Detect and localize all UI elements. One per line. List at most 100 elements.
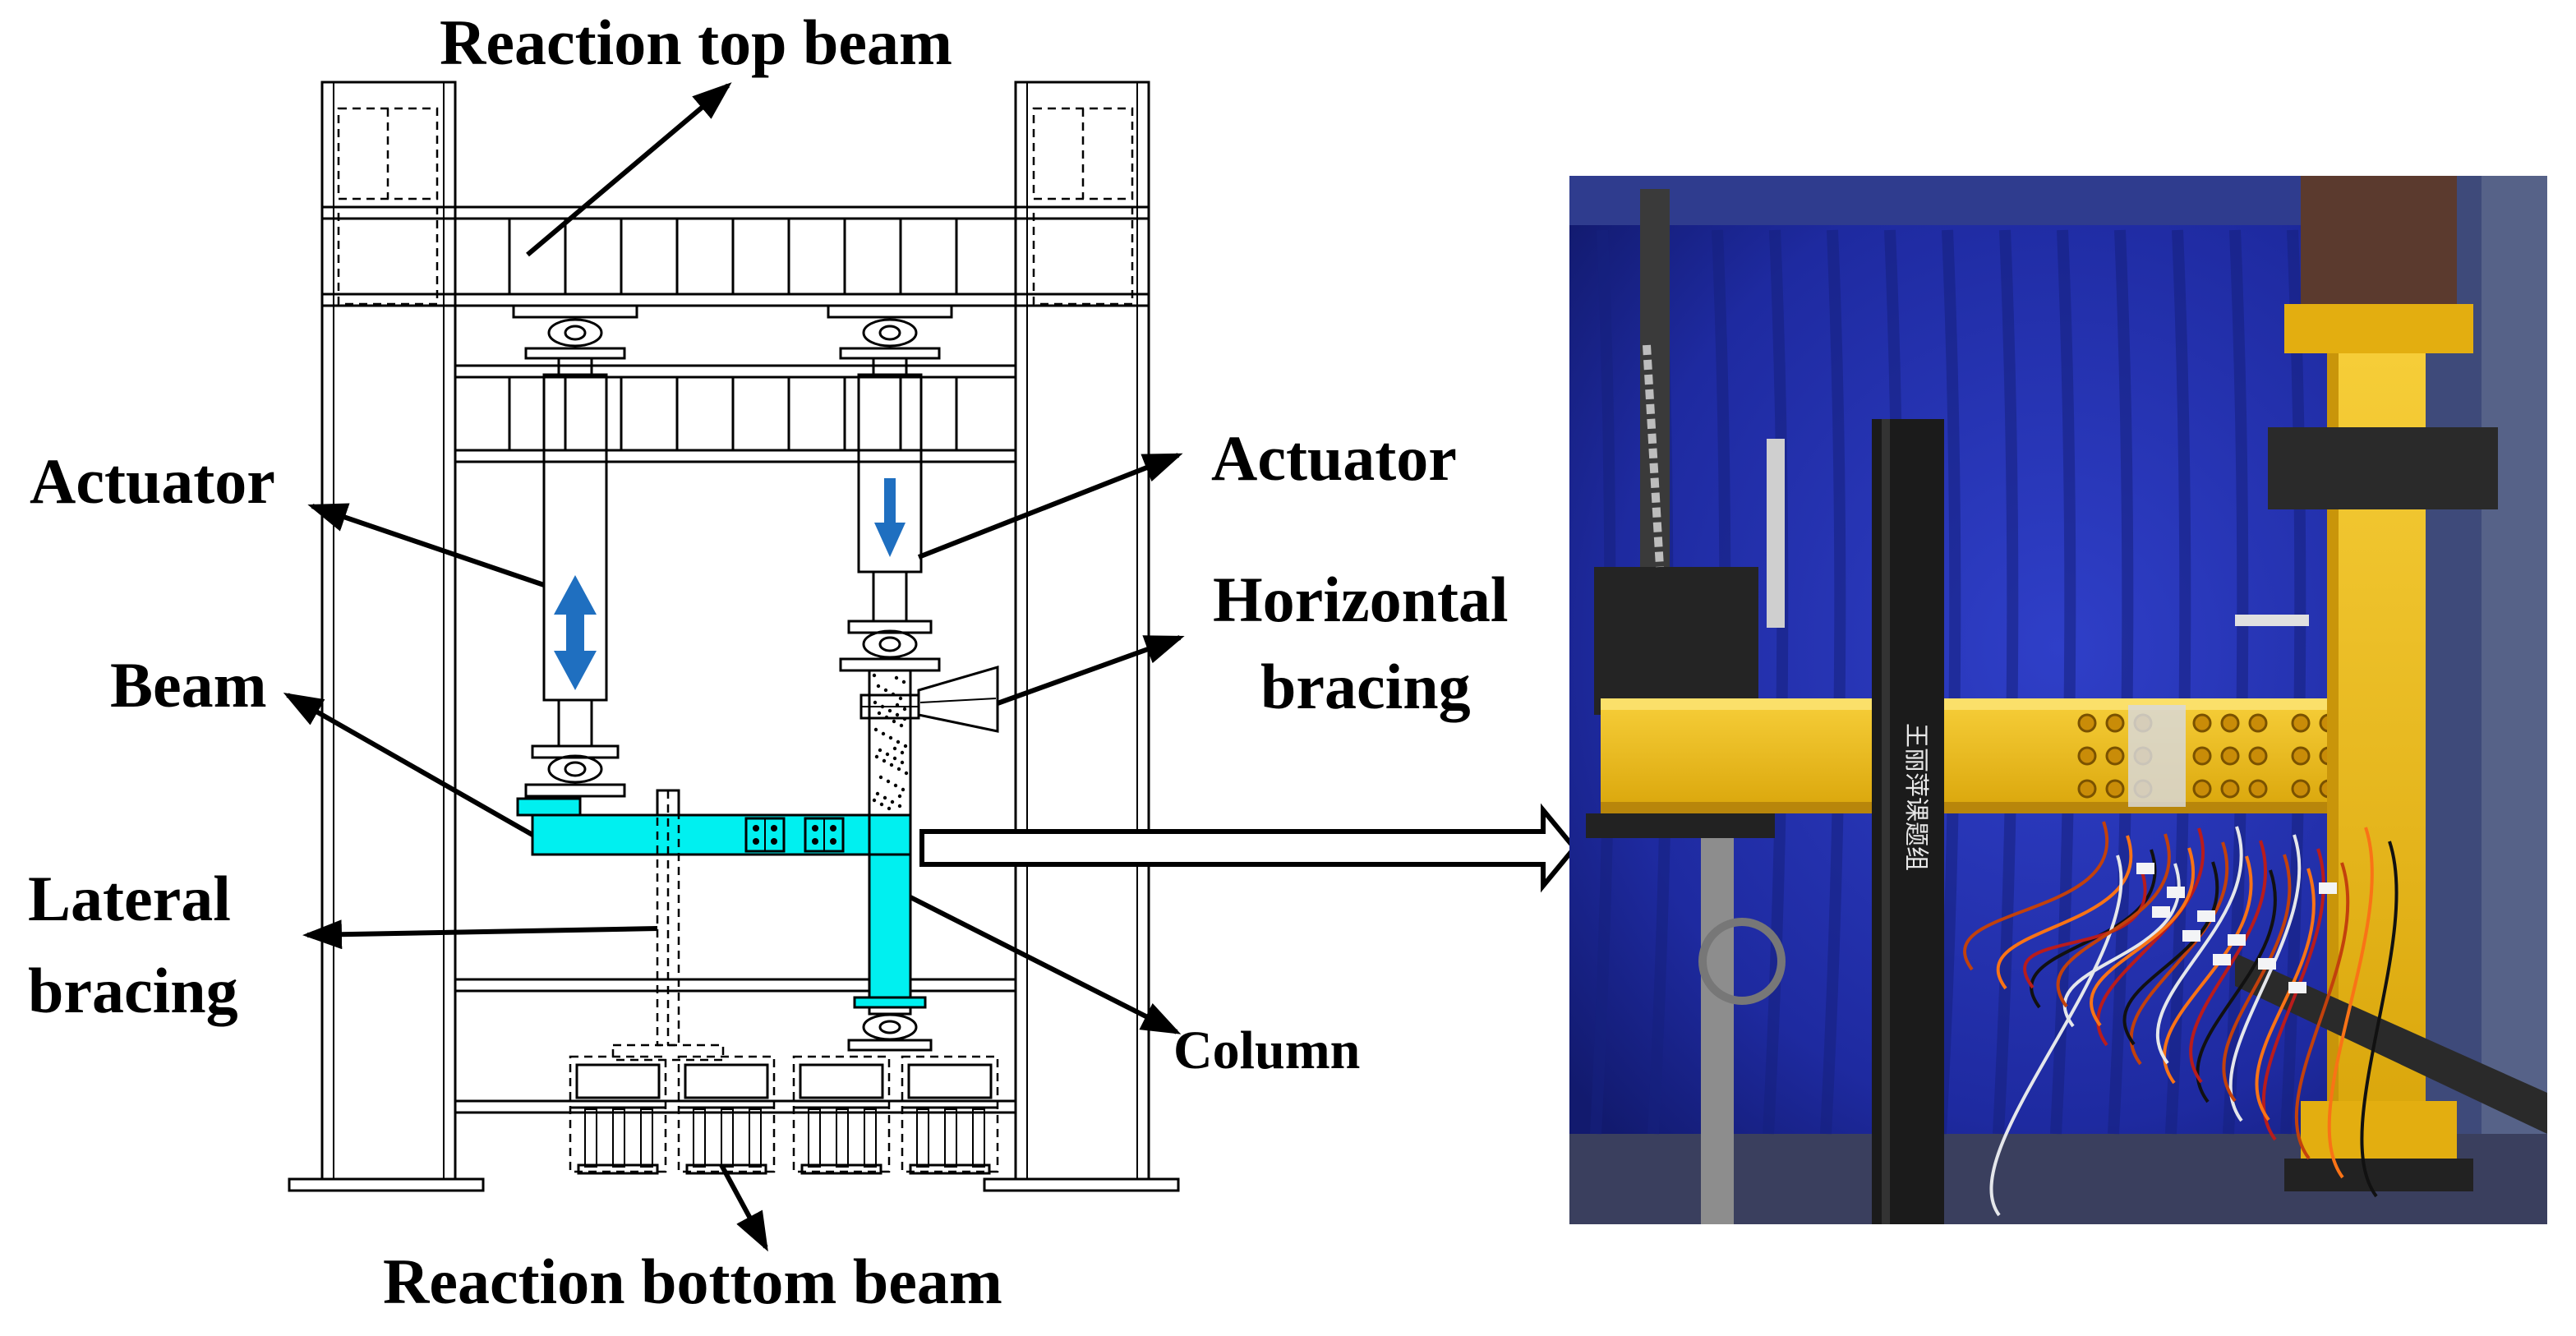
splice-bolts (2077, 705, 2366, 807)
wire (2023, 868, 2147, 989)
curtain-fold (1820, 229, 1846, 1135)
wire (2327, 827, 2374, 1179)
concrete-dot (895, 712, 900, 717)
concrete-dot (881, 731, 886, 736)
specimen (516, 669, 933, 1052)
bolt (2291, 779, 2311, 799)
concrete-dot (886, 779, 891, 784)
left-actuator (512, 304, 638, 798)
wire (2056, 833, 2171, 1008)
bolt (2105, 779, 2125, 799)
concrete-dot (882, 758, 887, 763)
curtain-fold (2108, 229, 2134, 1135)
label-horizontal-bracing-1: Horizontal (1213, 564, 1509, 635)
wire (2155, 826, 2243, 1065)
bolt (2192, 779, 2212, 799)
concrete-dot (900, 760, 905, 765)
bolt (2220, 746, 2240, 766)
concrete-dot (901, 680, 906, 684)
concrete-dot (872, 673, 877, 678)
concrete-dot (902, 707, 907, 712)
bolt (2105, 746, 2125, 766)
label-lateral-bracing-2: bracing (28, 955, 238, 1026)
sensor-tag (2258, 958, 2276, 970)
left-reaction-column (288, 81, 485, 1192)
reaction-top-beam (322, 205, 1149, 307)
curtain-fold (1935, 229, 1961, 1135)
wire (1989, 855, 2123, 1217)
right-down-load-arrow (874, 478, 906, 557)
wire (2189, 840, 2268, 1084)
concrete-dot (896, 767, 901, 772)
concrete-dot (873, 727, 878, 732)
wire (2360, 841, 2399, 1198)
actuator-support-girder (455, 364, 1016, 463)
sensor-tag (2213, 954, 2231, 965)
concrete-dot (894, 675, 899, 680)
base-anchor-block (792, 1055, 891, 1175)
wire (2090, 847, 2196, 1027)
wire (2122, 861, 2219, 1046)
concrete-dot (876, 684, 881, 689)
bolt (2248, 779, 2268, 799)
concrete-dot (883, 688, 888, 693)
concrete-dot (887, 708, 892, 713)
concrete-dot (897, 804, 902, 809)
concrete-dot (889, 762, 894, 767)
curtain-fold (2165, 229, 2191, 1135)
bolt (2248, 746, 2268, 766)
label-reaction-bottom-beam: Reaction bottom beam (383, 1246, 1002, 1317)
bolt (2077, 746, 2097, 766)
concrete-dot (874, 754, 879, 759)
concrete-fill-hatch (872, 673, 909, 811)
wire (2228, 834, 2302, 1122)
concrete-dot (896, 739, 901, 744)
concrete-dot (879, 802, 884, 807)
bolt (2220, 713, 2240, 733)
left-double-load-arrow (554, 575, 597, 690)
base-anchor-block (569, 1055, 667, 1175)
curtain-fold (1993, 229, 2019, 1135)
concrete-dot (893, 783, 898, 788)
labels: Reaction top beam Actuator Actuator Hori… (28, 7, 1509, 1317)
lateral-bracing-post (611, 789, 725, 1062)
sensor-tag (2136, 863, 2154, 874)
label-actuator-left: Actuator (30, 445, 275, 517)
wire (1963, 821, 2109, 971)
beam-member (531, 813, 871, 856)
concrete-dot (892, 719, 896, 724)
sensor-tag (2197, 910, 2215, 922)
wire (2255, 868, 2316, 1122)
base-anchor-block (677, 1055, 776, 1175)
lateral-bracing-post-photo: 王丽萍课题组 (1872, 419, 1944, 1224)
wire (2222, 854, 2292, 1103)
concrete-dot (873, 700, 878, 705)
bolt (2248, 713, 2268, 733)
label-horizontal-bracing-2: bracing (1260, 651, 1471, 722)
concrete-dot (901, 787, 906, 792)
bolt (2220, 779, 2240, 799)
wire (2096, 827, 2205, 1047)
bolt (2105, 713, 2125, 733)
sensor-tag (2319, 882, 2337, 894)
label-beam: Beam (110, 649, 267, 721)
test-specimen-photo: 王丽萍课题组 (1569, 176, 2547, 1224)
bolt (2192, 713, 2212, 733)
concrete-dot (875, 791, 880, 796)
concrete-dot (904, 771, 909, 776)
bolt (2077, 779, 2097, 799)
concrete-dot (878, 748, 882, 753)
concrete-dot (900, 750, 905, 755)
right-reaction-column (983, 81, 1180, 1192)
wire (2294, 862, 2350, 1160)
concrete-dot (897, 794, 902, 799)
concrete-dot (882, 795, 887, 800)
concrete-dot (888, 735, 893, 740)
horizontal-bracing-device (917, 666, 999, 733)
reaction-bottom-beam (569, 1055, 999, 1175)
label-actuator-right: Actuator (1211, 422, 1457, 494)
sensor-tag (2228, 934, 2246, 946)
label-reaction-top-beam: Reaction top beam (440, 7, 952, 78)
label-column: Column (1173, 1020, 1360, 1080)
